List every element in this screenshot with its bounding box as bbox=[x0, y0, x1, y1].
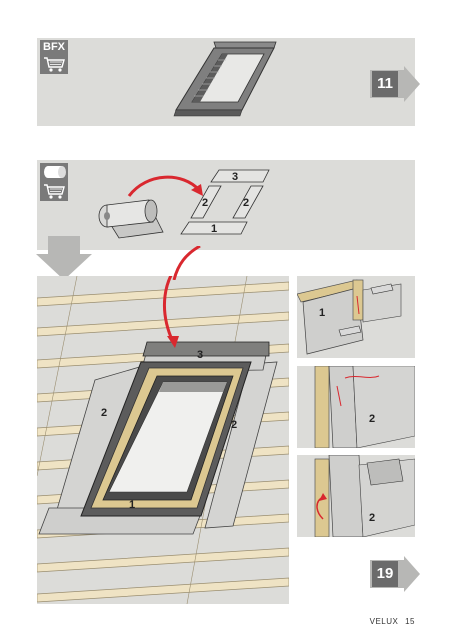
detail-1-label: 1 bbox=[319, 307, 325, 319]
main-label-right: 2 bbox=[231, 419, 237, 431]
underlay-pieces bbox=[180, 169, 270, 235]
detail-3-illustration: 2 bbox=[314, 455, 415, 537]
main-label-bottom: 1 bbox=[129, 499, 135, 511]
piece-label-right: 2 bbox=[243, 197, 249, 209]
piece-label-top: 3 bbox=[232, 171, 238, 183]
piece-label-bottom: 1 bbox=[211, 223, 217, 235]
underlay-roll bbox=[98, 199, 164, 239]
shopping-cart-icon bbox=[44, 57, 65, 72]
piece-label-left: 2 bbox=[202, 197, 208, 209]
main-label-top: 3 bbox=[197, 349, 203, 361]
underlay-illustration: 3 2 2 1 bbox=[98, 169, 270, 239]
brand-name: VELUX bbox=[369, 617, 399, 626]
detail-3-label: 2 bbox=[369, 512, 375, 524]
red-guide-arrow-upper bbox=[172, 246, 201, 280]
page-footer: VELUX 15 bbox=[366, 617, 415, 626]
main-label-left: 2 bbox=[101, 407, 107, 419]
detail-1-illustration: 1 bbox=[297, 279, 402, 355]
page-number: 15 bbox=[405, 617, 415, 626]
underlay-right bbox=[204, 361, 278, 529]
bfx-product-icon: BFX bbox=[40, 40, 68, 74]
bfx-label: BFX bbox=[43, 41, 65, 53]
detail-2-label: 2 bbox=[369, 413, 375, 425]
bfx-collar-illustration bbox=[173, 41, 277, 117]
top-flashing bbox=[142, 341, 270, 357]
red-curved-arrow bbox=[127, 175, 201, 197]
step-number-19: 19 bbox=[372, 561, 398, 587]
red-guide-arrow bbox=[163, 276, 175, 343]
down-arrow bbox=[36, 236, 92, 280]
detail-2-illustration: 2 bbox=[314, 366, 415, 448]
roll-icon bbox=[44, 166, 66, 178]
step-number-11: 11 bbox=[372, 71, 398, 97]
roll-product-icon bbox=[40, 163, 68, 201]
main-installation-view: 3 2 2 1 bbox=[37, 276, 289, 604]
shopping-cart-icon bbox=[44, 184, 65, 199]
